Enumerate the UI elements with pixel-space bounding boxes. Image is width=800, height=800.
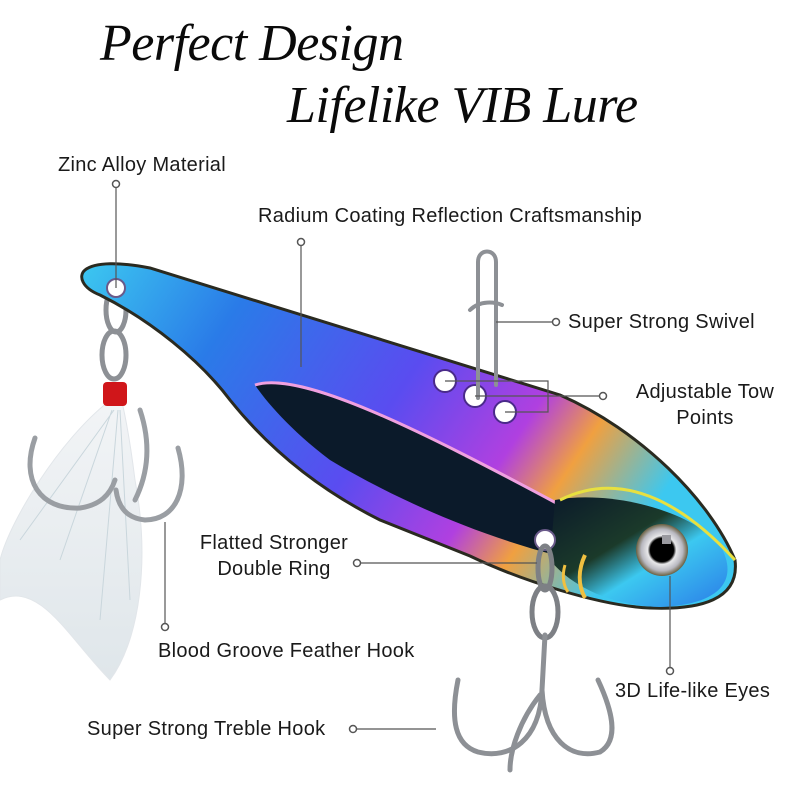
callout-feather-hook: Blood Groove Feather Hook [158, 640, 415, 662]
target-dot-icon [296, 237, 306, 247]
target-dot-icon [160, 622, 170, 632]
callout-treble-hook: Super Strong Treble Hook [87, 718, 326, 740]
callout-swivel: Super Strong Swivel [568, 311, 755, 333]
front-treble-hook [451, 632, 615, 773]
callout-eyes: 3D Life-like Eyes [615, 680, 771, 702]
red-thread [103, 382, 127, 406]
callout-tow-points-line-2: Points [676, 407, 734, 429]
callout-tow-points-line-1: Adjustable Tow [635, 381, 775, 403]
target-dot-icon [551, 317, 561, 327]
target-dot-icon [598, 391, 608, 401]
callout-double-ring-line-2: Double Ring [217, 558, 331, 580]
target-dot-icon [352, 558, 362, 568]
callout-double-ring: Flatted Stronger Double Ring [186, 530, 362, 582]
feather-tuft [0, 401, 143, 681]
lure-body [80, 262, 737, 610]
snap-swivel [468, 249, 504, 400]
headline-line-2: Lifelike VIB Lure [287, 77, 638, 134]
headline-line-1: Perfect Design [100, 15, 404, 72]
callout-tow-points: Adjustable Tow Points [622, 379, 788, 431]
target-dot-icon [348, 724, 358, 734]
feather-treble-hook [27, 407, 185, 523]
callout-target-icons [111, 179, 675, 734]
target-dot-icon [111, 179, 121, 189]
lure-eye [636, 524, 688, 576]
leader-lines [115, 183, 671, 730]
target-dot-icon [665, 666, 675, 676]
callout-zinc-alloy: Zinc Alloy Material [58, 154, 226, 176]
callout-double-ring-line-1: Flatted Stronger [199, 532, 349, 554]
callout-radium-coating: Radium Coating Reflection Craftsmanship [258, 205, 643, 227]
